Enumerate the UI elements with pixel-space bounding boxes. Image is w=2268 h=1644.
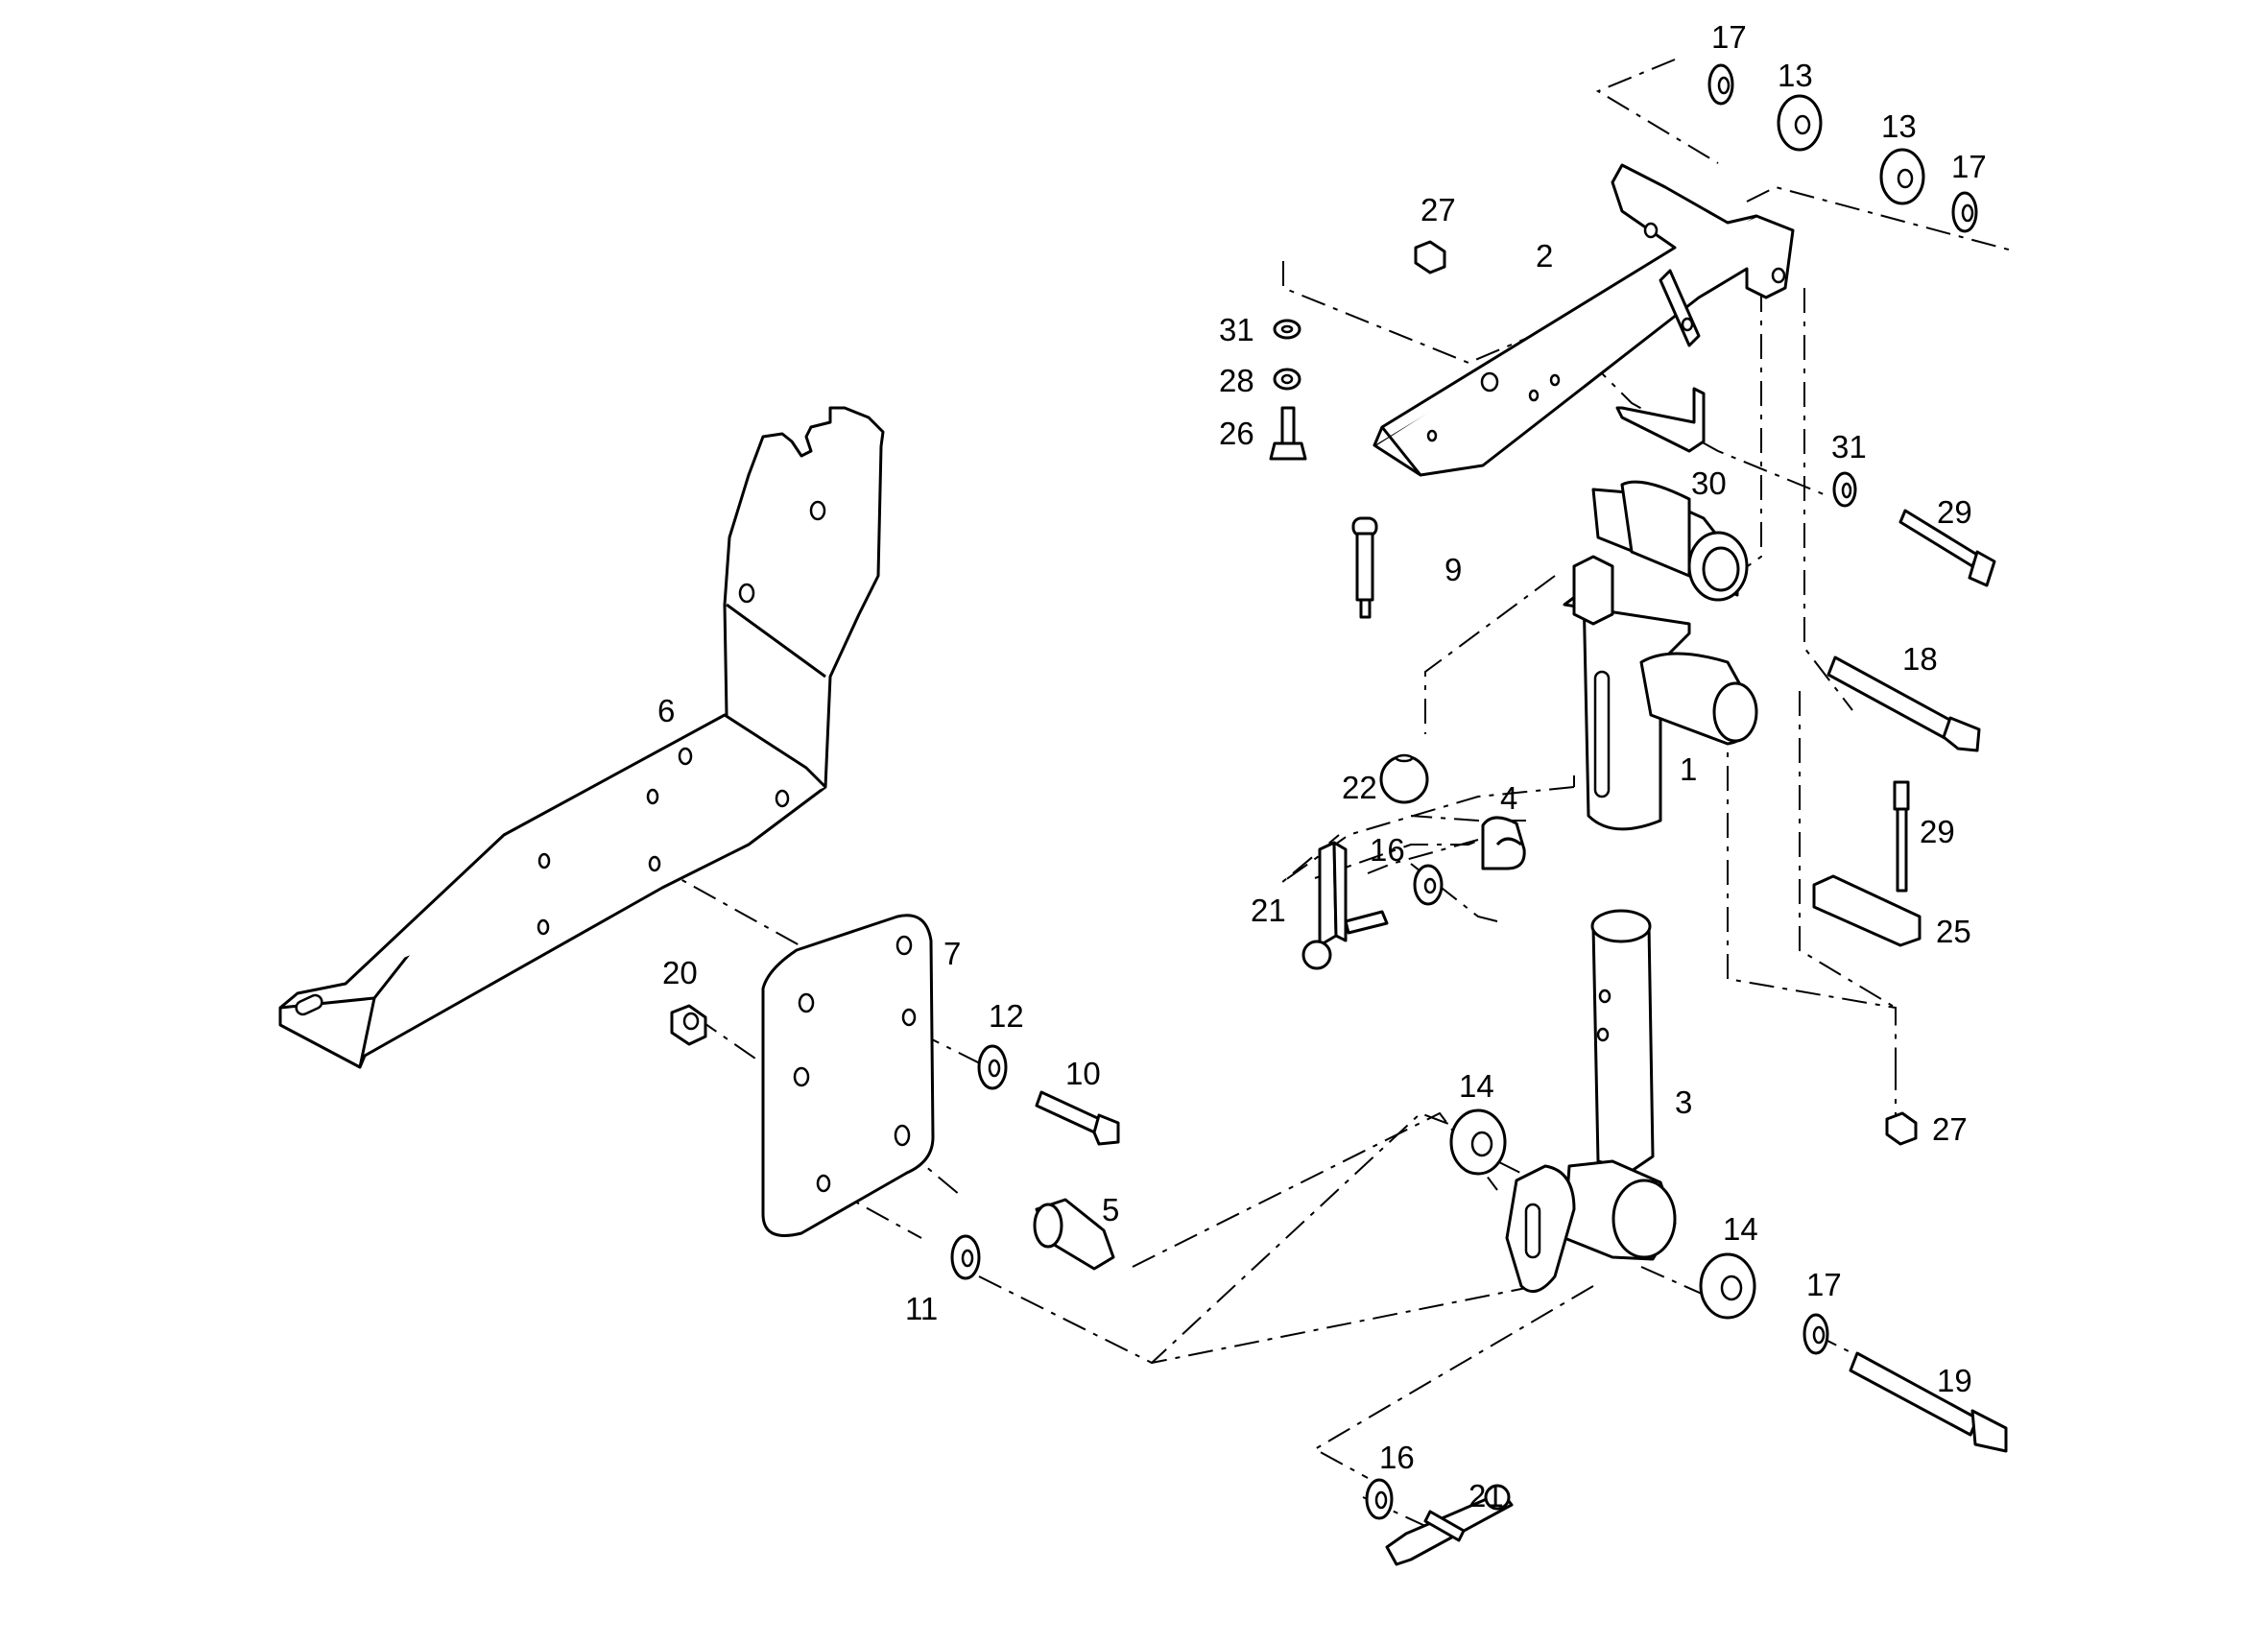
column-part-3	[1505, 909, 1677, 1294]
label-5: 5	[1102, 1192, 1119, 1227]
label-4: 4	[1500, 780, 1517, 816]
washer-17b	[1951, 191, 1978, 233]
label-12: 12	[989, 998, 1024, 1034]
label-13a: 13	[1778, 58, 1813, 93]
assembly-lines	[652, 59, 2017, 1527]
label-22: 22	[1342, 770, 1377, 805]
label-31a: 31	[1219, 312, 1254, 347]
label-17c: 17	[1806, 1267, 1842, 1302]
column-part-1	[1563, 480, 1758, 831]
label-10: 10	[1065, 1056, 1101, 1091]
pin-9	[1351, 516, 1378, 619]
label-9: 9	[1444, 552, 1462, 587]
label-16b: 16	[1379, 1440, 1415, 1475]
washers	[950, 63, 1978, 1520]
label-6: 6	[657, 693, 675, 728]
bolt-26	[1269, 406, 1307, 461]
clip-part-30	[1615, 387, 1706, 453]
handle-21a	[1301, 841, 1389, 970]
label-30: 30	[1691, 465, 1727, 501]
label-11: 11	[905, 1291, 938, 1326]
washer-31b	[1832, 471, 1857, 508]
bolt-29b	[1893, 780, 1910, 893]
washer-28	[1273, 368, 1301, 391]
bearing-13b	[1879, 148, 1925, 205]
bracket-part-6	[278, 406, 885, 1069]
label-14b: 14	[1723, 1211, 1758, 1247]
label-2: 2	[1536, 238, 1553, 274]
label-19: 19	[1937, 1363, 1972, 1398]
callout-labels: 1 2 3 4 5 6 7 9 10 11 12 13 13 14 14 16 …	[657, 19, 1987, 1513]
nut-27a	[1414, 240, 1446, 274]
clamp-4	[1481, 816, 1526, 870]
label-16a: 16	[1370, 832, 1405, 868]
label-21a: 21	[1251, 893, 1286, 928]
label-26: 26	[1219, 416, 1254, 451]
label-18: 18	[1902, 641, 1938, 677]
washer-12	[977, 1044, 1008, 1090]
label-29a: 29	[1937, 494, 1972, 530]
label-17a: 17	[1711, 19, 1747, 55]
washer-11	[950, 1234, 981, 1280]
bolt-10	[1035, 1090, 1120, 1146]
nuts	[670, 240, 1918, 1146]
ball-22	[1379, 753, 1429, 804]
bearing-14b	[1699, 1252, 1756, 1320]
plate-25	[1812, 874, 1922, 947]
plate-part-7	[761, 914, 935, 1237]
bolt-18	[1826, 655, 1981, 752]
label-20: 20	[662, 955, 698, 990]
pin-5	[1033, 1198, 1115, 1271]
label-31b: 31	[1831, 429, 1867, 465]
label-25: 25	[1936, 914, 1971, 949]
nut-27b	[1885, 1111, 1918, 1146]
label-14a: 14	[1459, 1068, 1494, 1104]
bearing-13a	[1777, 94, 1823, 152]
handle-21b	[1385, 1484, 1514, 1566]
label-27a: 27	[1420, 192, 1456, 227]
bolts	[1033, 406, 2008, 1453]
nut-20	[670, 1004, 707, 1046]
label-3: 3	[1675, 1084, 1692, 1120]
label-29b: 29	[1920, 814, 1955, 849]
washer-17c	[1802, 1313, 1829, 1355]
washer-16b	[1365, 1478, 1394, 1520]
bolt-19	[1849, 1351, 2008, 1453]
label-17b: 17	[1951, 149, 1987, 184]
washer-17a	[1707, 63, 1734, 106]
washer-31a	[1273, 319, 1301, 340]
label-1: 1	[1680, 751, 1697, 787]
label-28: 28	[1219, 363, 1254, 398]
misc-parts	[1301, 753, 1922, 1566]
washer-16a	[1413, 864, 1444, 906]
label-21b: 21	[1468, 1478, 1504, 1513]
bolt-29a	[1898, 509, 1996, 587]
label-7: 7	[943, 936, 961, 971]
label-27b: 27	[1932, 1111, 1968, 1147]
label-13b: 13	[1881, 108, 1917, 144]
arm-part-2	[1373, 163, 1795, 477]
bearing-14a	[1449, 1108, 1507, 1176]
